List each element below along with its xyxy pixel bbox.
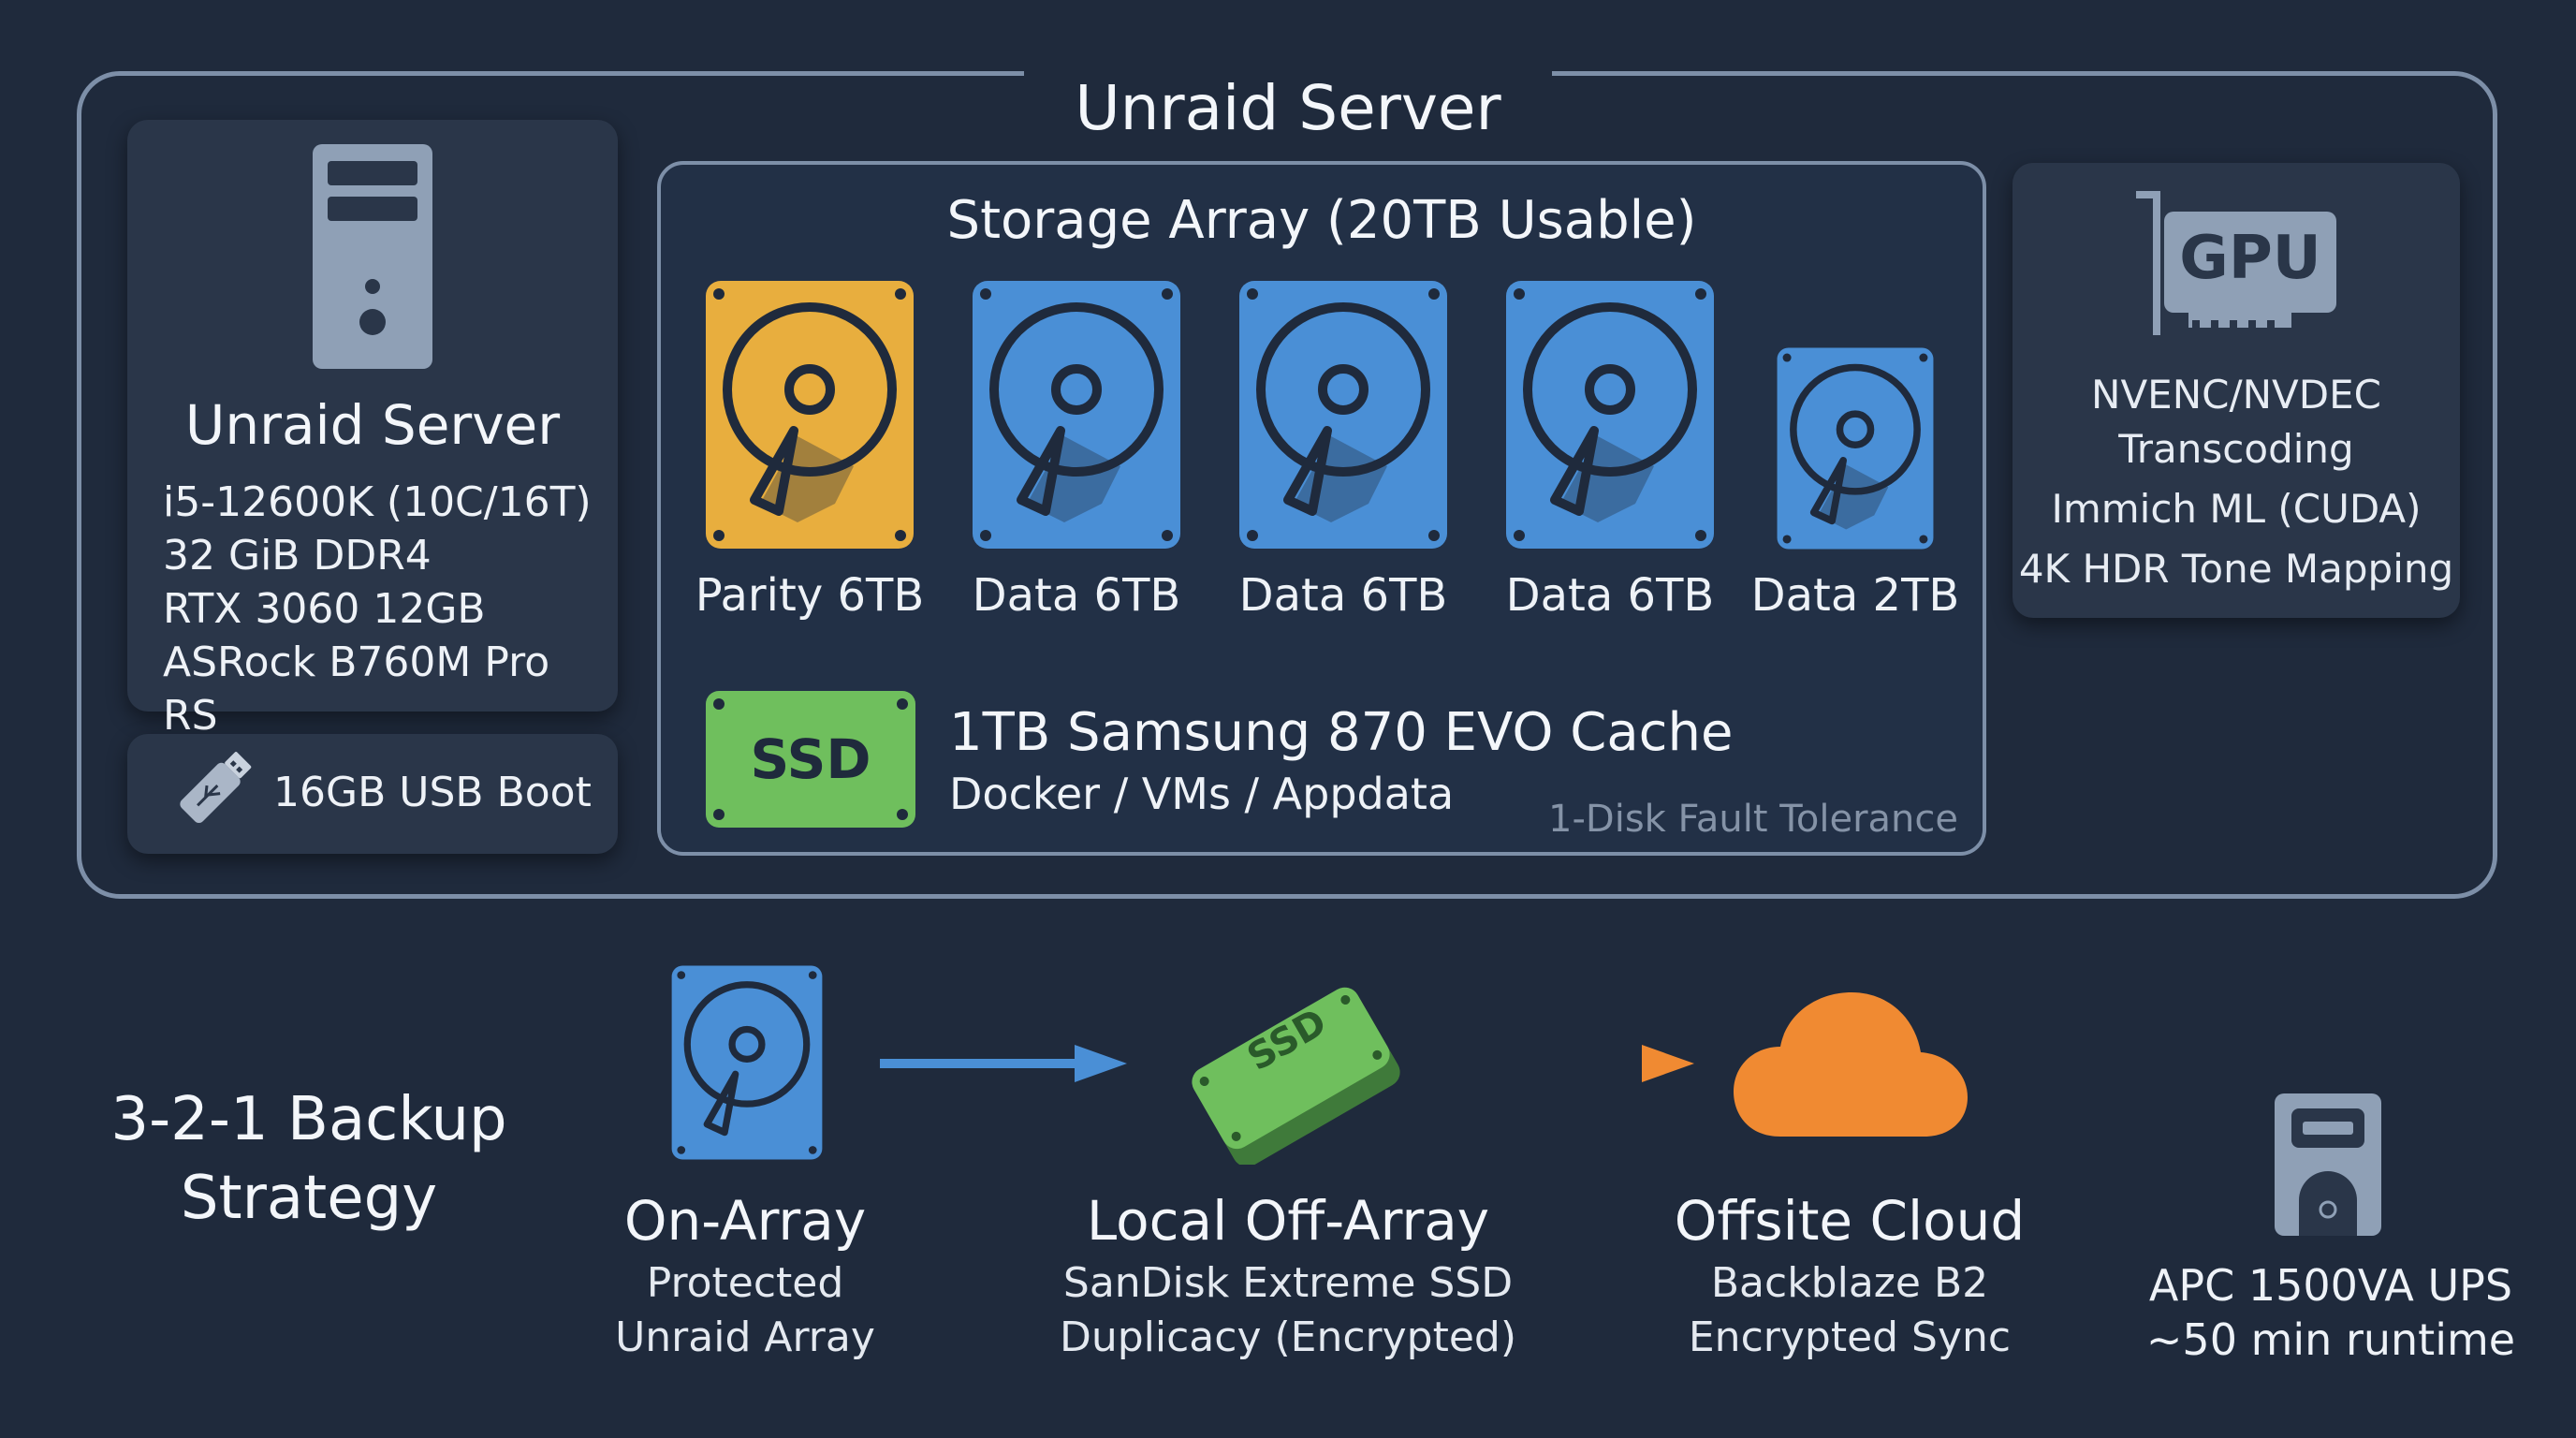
- gpu-feature-transcoding: Transcoding: [2118, 426, 2354, 472]
- frame-title-gap: [1024, 56, 1552, 90]
- gpu-badge: GPU: [2179, 224, 2321, 293]
- stage-1-title: On-Array: [623, 1189, 867, 1253]
- stage-1-line-1: Protected: [646, 1259, 844, 1307]
- server-tower-icon: [313, 144, 432, 369]
- gpu-feature-nvenc: NVENC/NVDEC: [2091, 372, 2381, 418]
- fault-tolerance-note: 1-Disk Fault Tolerance: [1548, 798, 1958, 841]
- usb-drive-icon: [180, 752, 252, 824]
- disk-label-parity: Parity 6TB: [695, 569, 925, 622]
- backup-title-line-2: Strategy: [180, 1164, 438, 1233]
- server-spec-gpu: RTX 3060 12GB: [163, 585, 486, 633]
- usb-boot-label: 16GB USB Boot: [273, 769, 592, 816]
- stage-2-title: Local Off-Array: [1086, 1189, 1490, 1253]
- stage-3-line-2: Encrypted Sync: [1688, 1313, 2012, 1361]
- backup-arrow-1: [880, 1045, 1127, 1082]
- server-title: Unraid Server: [184, 393, 561, 457]
- outer-frame-title: Unraid Server: [1075, 72, 1501, 144]
- ssd-icon: [1192, 987, 1400, 1165]
- stage-3-title: Offsite Cloud: [1674, 1189, 2026, 1253]
- cache-subtitle: Docker / VMs / Appdata: [949, 769, 1455, 819]
- disk-label-data-1: Data 6TB: [972, 569, 1181, 622]
- ups-model: APC 1500VA UPS: [2148, 1260, 2513, 1311]
- stage-2-line-2: Duplicacy (Encrypted): [1059, 1313, 1517, 1361]
- data-disk-1-icon: [973, 281, 1180, 549]
- data-disk-3-icon: [1506, 281, 1714, 549]
- gpu-card-icon: [2136, 191, 2336, 335]
- cloud-icon: [1734, 992, 1968, 1137]
- backup-title-line-1: 3-2-1 Backup: [110, 1085, 507, 1154]
- data-disk-4-icon: [1777, 347, 1934, 550]
- ssd-cache-badge: SSD: [750, 727, 871, 791]
- server-spec-motherboard: ASRock B760M Pro RS: [163, 638, 550, 740]
- stage-3-line-1: Backblaze B2: [1710, 1259, 1989, 1307]
- parity-disk-icon: [706, 281, 914, 549]
- disk-label-data-4: Data 2TB: [1750, 569, 1960, 622]
- stage-1-line-2: Unraid Array: [615, 1313, 875, 1361]
- server-spec-cpu: i5-12600K (10C/16T): [163, 478, 592, 526]
- ups-runtime: ~50 min runtime: [2145, 1314, 2516, 1365]
- server-spec-ram: 32 GiB DDR4: [163, 532, 432, 580]
- storage-array-title: Storage Array (20TB Usable): [946, 190, 1697, 251]
- gpu-feature-immich: Immich ML (CUDA): [2051, 486, 2422, 532]
- gpu-feature-tone-mapping: 4K HDR Tone Mapping: [2018, 546, 2454, 592]
- cache-title: 1TB Samsung 870 EVO Cache: [949, 702, 1734, 763]
- disk-label-data-2: Data 6TB: [1238, 569, 1448, 622]
- backup-arrow-2: [1447, 1045, 1694, 1082]
- ssd-cache-icon: [706, 691, 915, 828]
- disk-label-data-3: Data 6TB: [1505, 569, 1715, 622]
- ups-icon: [2275, 1093, 2381, 1236]
- data-disk-2-icon: [1239, 281, 1447, 549]
- hard-drive-icon: [671, 965, 823, 1160]
- stage-2-line-1: SanDisk Extreme SSD: [1062, 1259, 1514, 1307]
